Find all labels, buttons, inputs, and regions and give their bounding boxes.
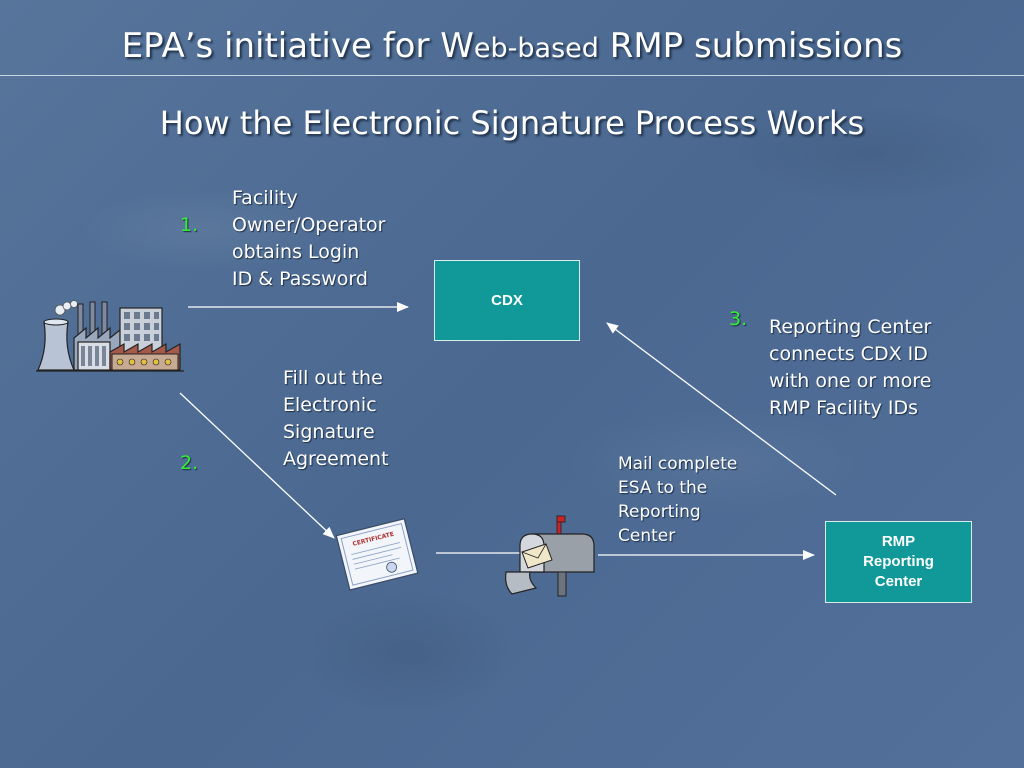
step-3-line: connects CDX ID [769, 343, 928, 365]
slide-title: EPA’s initiative for Web-based RMP submi… [0, 26, 1024, 66]
step-1-line: Facility [232, 187, 298, 209]
step-2-number: 2. [180, 452, 199, 474]
rmp-label-line: Reporting [863, 553, 934, 570]
step-2-line: Fill out the [283, 367, 383, 389]
mail-line: Center [618, 526, 676, 546]
title-part-2: eb-based [473, 33, 599, 64]
mail-line: ESA to the [618, 478, 708, 498]
step-2-line: Electronic [283, 394, 377, 416]
step-1-text: Facility Owner/Operator obtains Login ID… [232, 185, 385, 293]
step-2-text: Fill out the Electronic Signature Agreem… [283, 365, 389, 473]
mail-line: Reporting [618, 502, 701, 522]
step-3-number: 3. [729, 308, 748, 330]
arrow-facility-to-certificate [179, 392, 335, 539]
step-3-line: RMP Facility IDs [769, 397, 919, 419]
title-part-1: EPA’s initiative for W [121, 26, 474, 66]
step-3-text: Reporting Center connects CDX ID with on… [769, 314, 931, 422]
rmp-label-line: Center [874, 573, 923, 590]
title-divider [0, 75, 1024, 76]
cdx-label: CDX [491, 292, 523, 309]
step-3-line: Reporting Center [769, 316, 932, 338]
mail-text: Mail complete ESA to the Reporting Cente… [618, 452, 737, 548]
step-1-line: obtains Login [232, 241, 360, 263]
cdx-box: CDX [434, 260, 580, 341]
step-1-line: ID & Password [232, 268, 368, 290]
step-3-line: with one or more [769, 370, 932, 392]
step-1-line: Owner/Operator [232, 214, 386, 236]
step-2-line: Signature [283, 421, 375, 443]
rmp-label-line: RMP [881, 533, 916, 550]
slide-subtitle: How the Electronic Signature Process Wor… [159, 104, 865, 142]
certificate-icon: CERTIFICATE [335, 517, 419, 591]
mailbox-icon [505, 515, 595, 597]
step-1-number: 1. [180, 214, 199, 236]
step-2-line: Agreement [283, 448, 389, 470]
factory-icon [36, 300, 184, 372]
mail-line: Mail complete [618, 454, 738, 474]
arrow-rmp-to-cdx [606, 322, 837, 496]
title-part-3: RMP submissions [598, 26, 903, 66]
rmp-reporting-center-box: RMP Reporting Center [825, 521, 972, 603]
